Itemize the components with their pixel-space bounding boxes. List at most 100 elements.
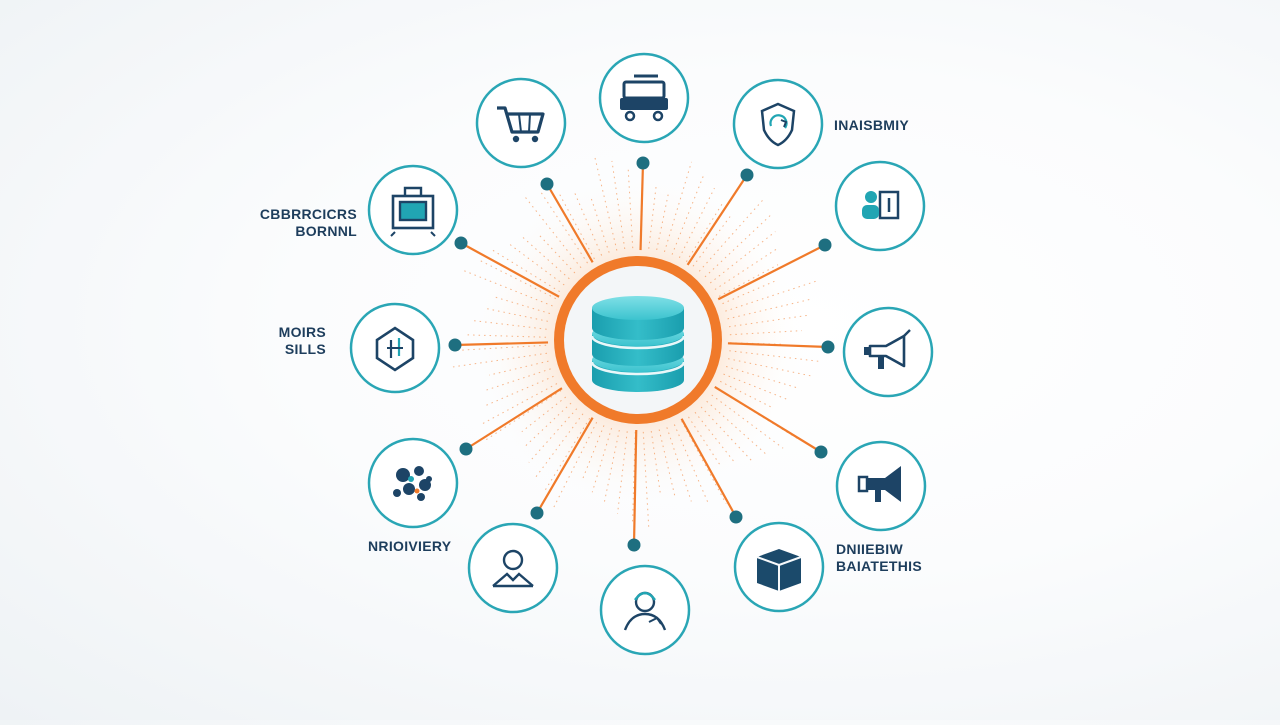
spoke-endpoint-dot [729,510,743,524]
spoke-line [717,244,826,301]
glow-ray [483,307,549,322]
glow-ray [483,390,562,442]
spoke-line [639,162,645,251]
spoke-endpoint-dot [821,340,835,354]
cash-register-icon [620,74,668,122]
glow-ray [711,394,784,449]
glow-ray [574,192,603,256]
glow-ray [666,427,692,502]
spoke-line [632,429,638,546]
database-icon [590,296,686,392]
node-label-line: SILLS [284,341,326,357]
glow-ray [719,380,774,409]
package-box-icon [756,549,802,591]
diagram-node [842,306,934,398]
glow-ray [488,360,549,376]
glow-ray [681,420,727,505]
glow-ray [611,160,626,250]
glow-ray [591,427,613,493]
glow-ray [688,416,721,465]
glow-ray [723,373,787,400]
glow-ray [632,431,636,523]
node-ring [842,306,934,398]
node-ring [367,437,459,529]
megaphone-icon [864,329,911,369]
glow-ray [477,259,557,300]
glow-ray [729,330,802,336]
diagram-node [349,302,441,394]
node-label-line: DNIIEBIW [836,541,903,557]
spoke-line [536,417,594,514]
node-label-line: BORNNL [295,223,357,239]
glow-ray [482,375,554,408]
node-label: INAISBMIY [834,117,909,134]
glow-ray [700,406,752,461]
glow-ray [473,320,547,330]
glow-ray [507,242,565,286]
glow-ray [627,167,634,249]
glow-ray [484,368,551,391]
spoke-line [714,386,822,453]
glow-ray [706,400,768,456]
spoke-endpoint-dot [530,506,544,520]
diagram-node [598,52,690,144]
glow-ray [714,247,778,290]
spoke-endpoint-dot [459,442,473,456]
node-label-line: MOIRS [278,324,326,340]
bullhorn-icon [857,466,901,502]
diagram-node [834,160,926,252]
glow-ray [678,187,715,259]
glow-ray [521,396,567,433]
glow-ray [494,296,551,315]
node-label-line: BAIATETHIS [836,558,922,574]
glow-ray [658,429,676,498]
spoke-endpoint-dot [540,177,554,191]
glow-ray [685,201,724,263]
spoke-endpoint-dot [814,445,828,459]
spoke-endpoint-dot [627,538,641,552]
glow-ray [718,264,779,297]
node-label-line: CBBRRCICRS [259,206,357,222]
glow-ray [534,413,584,479]
shield-refresh-icon [760,102,796,147]
glow-ray [589,195,610,253]
spoke-endpoint-dot [818,238,832,252]
node-ring [732,78,824,170]
diagram-node [467,522,559,614]
node-label-line: NRIOIVIERY [368,538,452,554]
shopping-cart-icon [497,106,545,143]
node-label: NRIOIVIERY [368,538,451,555]
glow-ray [671,174,705,255]
glow-ray [673,424,709,504]
hub-node [554,256,722,424]
diagram-node [475,77,567,169]
spoke-endpoint-dot [448,338,462,352]
spoke-line [727,342,829,349]
user-profile-icon [492,549,534,588]
glow-ray [542,417,591,494]
glow-ray [727,298,814,320]
glow-ray [492,249,561,293]
diagram-node [732,78,824,170]
node-label-line: INAISBMIY [834,117,910,133]
spoke-line [454,341,549,347]
diagram-node [599,564,691,656]
spoke-line [686,174,748,266]
diagram-node [835,440,927,532]
glow-ray [698,197,766,272]
storefront-box-icon [390,186,436,237]
spoke-endpoint-dot [740,168,754,182]
support-agent-icon [623,591,667,631]
spoke-line [546,183,594,263]
glow-ray [603,429,620,504]
glow-ray [456,344,547,351]
spoke-line [460,242,560,298]
spoke-endpoint-dot [454,236,468,250]
glow-ray [642,431,650,531]
spoke-line [680,418,737,518]
diagram-node [733,521,825,613]
glow-ray [656,194,669,251]
